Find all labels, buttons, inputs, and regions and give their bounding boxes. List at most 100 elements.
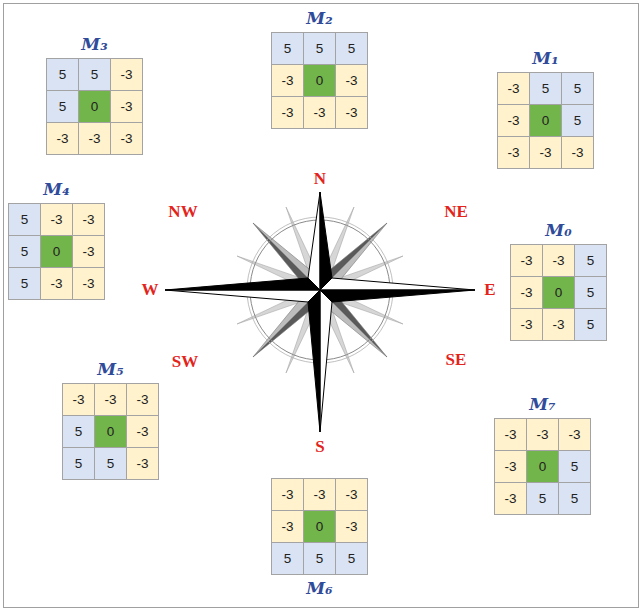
direction-label: W [141, 280, 160, 300]
main-arms [165, 192, 475, 432]
mask-cell: 5 [526, 482, 559, 515]
mask-cell: 0 [529, 104, 562, 137]
mask-cell: -3 [62, 383, 95, 416]
direction-label: E [483, 280, 496, 300]
mask-cell: 5 [8, 235, 41, 268]
kirsch-mask: M₃55-350-3-3-3-3 [46, 58, 143, 155]
kirsch-mask: M₂555-30-3-3-3-3 [271, 32, 368, 129]
mask-cell: -3 [271, 96, 304, 129]
mask-cell: -3 [271, 510, 304, 543]
direction-label: SW [171, 352, 199, 372]
mask-cell: 0 [542, 276, 575, 309]
kirsch-mask: M₀-3-35-305-3-35 [510, 244, 607, 341]
mask-cell: -3 [271, 64, 304, 97]
mask-cell: 5 [574, 244, 607, 277]
mask-cell: 0 [303, 64, 336, 97]
mask-cell: -3 [46, 122, 79, 155]
mask-cell: -3 [335, 96, 368, 129]
mask-cell: -3 [494, 418, 527, 451]
mask-cell: -3 [303, 96, 336, 129]
mask-cell: -3 [558, 418, 591, 451]
mask-cell: -3 [335, 478, 368, 511]
mask-cell: -3 [126, 383, 159, 416]
mask-heading: M₆ [306, 577, 332, 599]
mask-cell: 5 [561, 72, 594, 105]
frame [4, 4, 639, 608]
mask-cell: 0 [94, 415, 127, 448]
mask-cell: -3 [561, 136, 594, 169]
direction-label: SE [445, 350, 468, 370]
mask-cell: -3 [72, 235, 105, 268]
mask-cell: -3 [510, 308, 543, 341]
kirsch-mask: M₇-3-3-3-305-355 [494, 418, 591, 515]
mask-cell: 0 [40, 235, 73, 268]
kirsch-mask: M₁-355-305-3-3-3 [497, 72, 594, 169]
mask-cell: 5 [529, 72, 562, 105]
mask-cell: 0 [303, 510, 336, 543]
mask-cell: 0 [526, 450, 559, 483]
mask-cell: -3 [110, 122, 143, 155]
mask-cell: -3 [40, 203, 73, 236]
direction-label: S [314, 437, 325, 457]
direction-label: N [313, 169, 327, 189]
mask-cell: -3 [78, 122, 111, 155]
main-arm [320, 192, 332, 290]
mask-cell: -3 [110, 90, 143, 123]
mask-cell: 5 [78, 58, 111, 91]
mask-heading: M₀ [545, 219, 571, 241]
mask-cell: 5 [271, 542, 304, 575]
mask-cell: -3 [542, 308, 575, 341]
direction-label: NW [167, 202, 198, 222]
kirsch-mask: M₅-3-3-350-355-3 [62, 383, 159, 480]
mask-cell: -3 [72, 267, 105, 300]
mask-cell: -3 [510, 276, 543, 309]
mask-cell: 5 [46, 90, 79, 123]
mask-cell: 5 [46, 58, 79, 91]
main-arm [308, 192, 320, 290]
mask-cell: -3 [303, 478, 336, 511]
mask-cell: -3 [526, 418, 559, 451]
mask-heading: M₃ [81, 33, 107, 55]
mask-cell: -3 [494, 482, 527, 515]
mask-cell: 5 [574, 276, 607, 309]
mask-heading: M₇ [529, 393, 555, 415]
mask-heading: M₂ [306, 7, 332, 29]
mask-cell: -3 [40, 267, 73, 300]
main-arm [308, 290, 320, 432]
mask-cell: 5 [558, 450, 591, 483]
mask-cell: 5 [561, 104, 594, 137]
mask-cell: -3 [497, 72, 530, 105]
mask-cell: 5 [62, 447, 95, 480]
mask-heading: M₅ [97, 358, 123, 380]
direction-label: NE [443, 202, 469, 222]
mask-cell: -3 [542, 244, 575, 277]
mask-cell: 5 [558, 482, 591, 515]
main-arm [320, 290, 475, 302]
mask-cell: -3 [94, 383, 127, 416]
mask-heading: M₄ [43, 178, 69, 200]
mask-cell: 5 [335, 32, 368, 65]
mask-cell: 5 [303, 32, 336, 65]
mask-cell: 5 [94, 447, 127, 480]
mask-cell: -3 [335, 64, 368, 97]
main-arm [165, 290, 320, 302]
mask-heading: M₁ [532, 47, 558, 69]
mask-cell: -3 [126, 447, 159, 480]
main-arm [320, 290, 332, 432]
mask-cell: -3 [510, 244, 543, 277]
kirsch-mask: M₄5-3-350-35-3-3 [8, 203, 105, 300]
mask-cell: -3 [494, 450, 527, 483]
mask-cell: -3 [497, 104, 530, 137]
mask-cell: 5 [303, 542, 336, 575]
mask-cell: 5 [8, 203, 41, 236]
mask-cell: 5 [574, 308, 607, 341]
mask-cell: -3 [335, 510, 368, 543]
mask-cell: 5 [271, 32, 304, 65]
mask-cell: -3 [529, 136, 562, 169]
main-arm [320, 278, 475, 290]
mask-cell: -3 [126, 415, 159, 448]
mask-cell: -3 [271, 478, 304, 511]
mask-cell: 5 [62, 415, 95, 448]
mask-cell: 5 [8, 267, 41, 300]
mask-cell: -3 [110, 58, 143, 91]
